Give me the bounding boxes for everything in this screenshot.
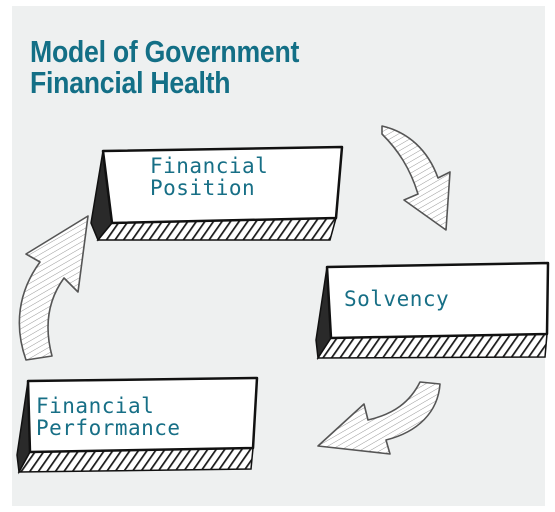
curved-arrow-icon [381,125,451,231]
box-face [325,261,550,340]
node-label-line-1: Solvency [344,287,450,311]
node-label-solvency: Solvency [344,288,449,310]
curved-arrow-icon [317,381,441,455]
node-label-line-2: Position [150,176,256,201]
node-label-financial-position: Financial Position [150,155,268,199]
diagram-title: Model of Government Financial Health [30,36,299,98]
node-box-financial-position [90,145,344,242]
node-label-financial-performance: Financial Performance [36,395,181,439]
box-face [26,376,259,454]
node-box-solvency [315,261,550,361]
curved-arrow-icon [18,215,89,361]
title-line-2: Financial Health [30,65,231,100]
node-label-line-2: Performance [36,416,181,441]
node-label-line-1: Financial [36,394,155,418]
title-line-1: Model of Government [30,34,300,69]
node-box-financial-performance [16,376,259,475]
node-label-line-1: Financial [150,154,269,178]
box-face [101,145,344,225]
